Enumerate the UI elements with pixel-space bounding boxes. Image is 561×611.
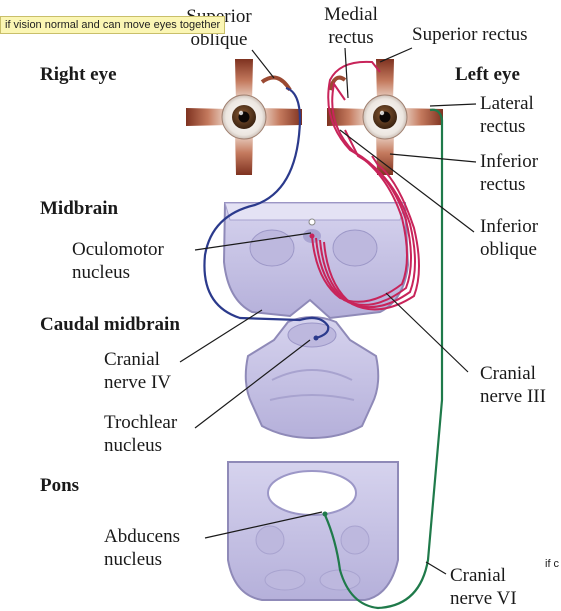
nerve-iv-path [203, 86, 330, 340]
left-eye-drawing [326, 58, 444, 176]
oculomotor-nucleus-dot [309, 233, 315, 239]
midbrain-heading: Midbrain [40, 198, 119, 219]
right-eye-heading: Right eye [40, 64, 117, 85]
pons-section [227, 461, 399, 601]
clipped-edge-text: if c [545, 558, 560, 570]
caudal-midbrain-heading: Caudal midbrain [40, 314, 180, 335]
nerve-iii-bundle [311, 60, 420, 311]
pons-heading: Pons [40, 475, 80, 496]
leader-lines [179, 47, 477, 575]
abducens-nucleus-dot [322, 511, 328, 517]
caudal-midbrain-section [244, 316, 380, 440]
left-eye-heading: Left eye [455, 64, 520, 85]
right-eye-drawing [185, 58, 303, 176]
nerve-vi-path [323, 108, 444, 610]
tooltip: if vision normal and can move eyes toget… [0, 16, 226, 34]
trochlear-nucleus-dot [313, 335, 319, 341]
superior-rectus-label: Superior rectus [412, 24, 528, 45]
